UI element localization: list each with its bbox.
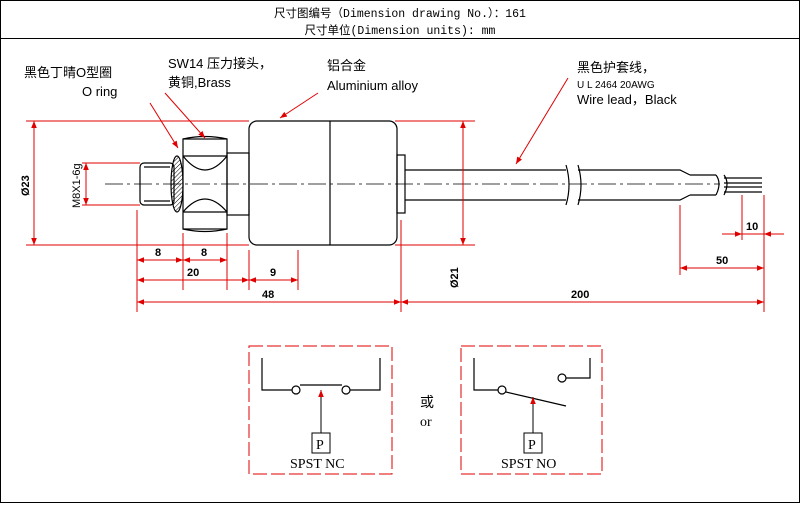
label-alloy-cn: 铝合金 (327, 58, 366, 73)
switch-nc (248, 345, 393, 475)
wire-ends (724, 177, 762, 193)
no-label: SPST NO (501, 457, 556, 472)
switch-no (460, 345, 603, 475)
nc-label: SPST NC (290, 457, 345, 472)
dim-thread: M8X1-6g (71, 163, 83, 208)
label-fitting-cn: SW14 压力接头， (168, 56, 272, 71)
leader-oring (149, 102, 179, 149)
dim-200: 200 (571, 289, 589, 301)
leader-alloy (279, 92, 319, 119)
dimension-lines (26, 77, 784, 312)
leader-wire (515, 77, 569, 165)
dim-8a: 8 (155, 247, 161, 259)
or-cn: 或 (420, 395, 434, 411)
dim-d21: Ø21 (449, 267, 461, 288)
dim-50: 50 (716, 255, 728, 267)
or-en: or (420, 415, 432, 430)
label-wire-en: Wire lead，Black (577, 92, 677, 107)
label-wire-cn: 黑色护套线， (577, 60, 655, 75)
label-oring-cn: 黑色丁晴O型圈 (24, 65, 112, 80)
label-oring-en: O ring (82, 84, 117, 99)
nc-pressure-p: P (316, 438, 324, 453)
dim-d23: Ø23 (20, 175, 32, 196)
aluminium-body (248, 120, 398, 246)
sensor-outline (139, 120, 762, 246)
dimension-units-title: 尺寸单位(Dimension units): mm (304, 25, 496, 38)
header-divider (0, 38, 800, 39)
label-wire-spec: U L 2464 20AWG (577, 80, 655, 91)
leader-fitting (164, 92, 206, 139)
label-alloy-en: Aluminium alloy (327, 78, 419, 93)
cable (405, 169, 566, 201)
dim-9: 9 (270, 267, 276, 279)
dim-10: 10 (746, 221, 758, 233)
label-fitting-en: 黄铜,Brass (168, 75, 231, 90)
dim-20: 20 (187, 267, 199, 279)
dim-8b: 8 (201, 247, 207, 259)
drawing-number-title: 尺寸图编号（Dimension drawing No.）：161 (274, 8, 526, 21)
no-pressure-p: P (528, 438, 536, 453)
dim-48: 48 (262, 289, 274, 301)
